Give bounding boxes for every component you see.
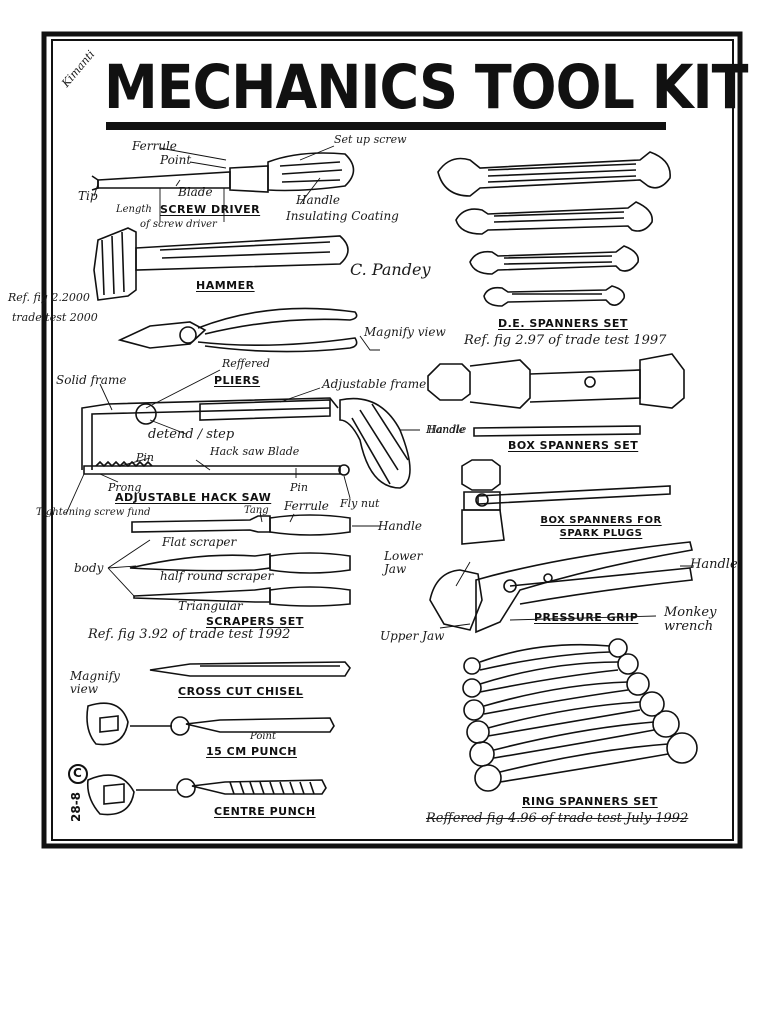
label-hammer: HAMMER xyxy=(196,279,255,292)
chisel-drawing xyxy=(149,661,351,677)
note-reffered: Reffered xyxy=(222,357,270,370)
pliers-drawing xyxy=(117,307,358,353)
copyright-circle xyxy=(68,764,88,784)
note-ring-ref: Reffered fig 4.96 of trade test July 199… xyxy=(426,811,689,826)
title-underline xyxy=(106,122,666,130)
note-monkey-wrench: Monkey wrench xyxy=(664,605,717,634)
note-box-handle: Handle xyxy=(428,425,465,436)
note-hammer-ref-2: trade test 2000 xyxy=(12,311,98,324)
note-scraper-handle: Handle xyxy=(378,519,422,533)
de-spanners-drawing xyxy=(437,151,671,307)
note-tightening-screw: Tightening screw fund xyxy=(36,507,151,518)
label-centre-punch: CENTRE PUNCH xyxy=(214,805,316,818)
pressure-grip-drawing xyxy=(429,541,693,634)
note-grip-handle: Handle xyxy=(690,557,738,572)
note-tip: Tip xyxy=(78,189,98,203)
copyright-symbol: C xyxy=(73,766,82,780)
note-pin: Pin xyxy=(136,451,155,464)
centre-punch-drawing xyxy=(86,774,327,816)
note-insulating-coating: Insulating Coating xyxy=(286,209,399,223)
box-spanners-drawing xyxy=(427,353,685,437)
note-magnify-view: Magnify view xyxy=(364,325,446,339)
note-half-round-scraper: half round scraper xyxy=(160,569,274,583)
label-ring-spanners: RING SPANNERS SET xyxy=(522,795,658,808)
label-punch: 15 CM PUNCH xyxy=(206,745,297,758)
note-fly-nut: Fly nut xyxy=(340,497,380,510)
note-scraper-ferrule: Ferrule xyxy=(284,499,329,513)
note-pin-2: Pin xyxy=(290,481,309,494)
note-length: Length xyxy=(116,204,152,215)
note-handle: Handle xyxy=(296,193,340,207)
label-scrapers-set: SCRAPERS SET xyxy=(206,615,304,628)
note-prong: Prong xyxy=(108,481,142,494)
label-de-spanners: D.E. SPANNERS SET xyxy=(498,317,628,330)
hammer-drawing xyxy=(93,227,349,301)
label-pliers: PLIERS xyxy=(214,374,261,387)
copyright-code: 28-8 xyxy=(69,791,83,822)
note-scrapers-ref: Ref. fig 3.92 of trade test 1992 xyxy=(88,627,291,642)
note-ferrule: Ferrule xyxy=(132,139,177,153)
note-point: Point xyxy=(160,153,192,167)
note-de-ref: Ref. fig 2.97 of trade test 1997 xyxy=(464,333,667,348)
note-blade: Blade xyxy=(178,185,213,199)
hacksaw-drawing xyxy=(81,397,411,489)
ring-spanners-drawing xyxy=(462,638,698,792)
note-detend-step: detend / step xyxy=(148,427,235,442)
label-hack-saw: ADJUSTABLE HACK SAW xyxy=(115,491,272,504)
note-chisel-magnify: Magnify view xyxy=(70,669,120,696)
label-screw-driver: SCREW DRIVER xyxy=(160,203,261,216)
punch-drawing xyxy=(86,702,335,746)
label-pressure-grip: PRESSURE GRIP xyxy=(534,611,639,624)
label-box-spanners: BOX SPANNERS SET xyxy=(508,439,639,452)
note-tang: Tang xyxy=(244,505,269,516)
note-set-up-screw: Set up screw xyxy=(334,133,407,146)
note-flat-scraper: Flat scraper xyxy=(162,535,237,549)
note-of-screw-driver: of screw driver xyxy=(140,219,217,230)
scrapers-drawing xyxy=(129,514,351,607)
note-adjustable-frame: Adjustable frame xyxy=(322,377,427,391)
note-upper-jaw: Upper Jaw xyxy=(380,629,445,643)
spark-plug-spanner-drawing xyxy=(461,459,671,545)
note-triangular: Triangular xyxy=(178,599,243,613)
chart-title: MECHANICS TOOL KIT xyxy=(104,52,748,123)
note-solid-frame: Solid frame xyxy=(56,373,127,387)
signature: C. Pandey xyxy=(350,260,431,279)
annotation-leaders xyxy=(65,145,694,629)
note-hacksaw-blade: Hack saw Blade xyxy=(210,445,300,458)
note-hacksaw-handle: Handle xyxy=(426,423,467,436)
note-lower-jaw: Lower Jaw xyxy=(384,549,423,576)
note-punch-point: Point xyxy=(250,731,277,742)
label-spark-plug-spanners: BOX SPANNERS FOR SPARK PLUGS xyxy=(540,515,662,539)
page-border xyxy=(41,31,743,849)
label-cross-cut-chisel: CROSS CUT CHISEL xyxy=(178,685,304,698)
note-body: body xyxy=(74,561,104,575)
note-hammer-ref: Ref. fig 2.2000 xyxy=(8,291,90,304)
